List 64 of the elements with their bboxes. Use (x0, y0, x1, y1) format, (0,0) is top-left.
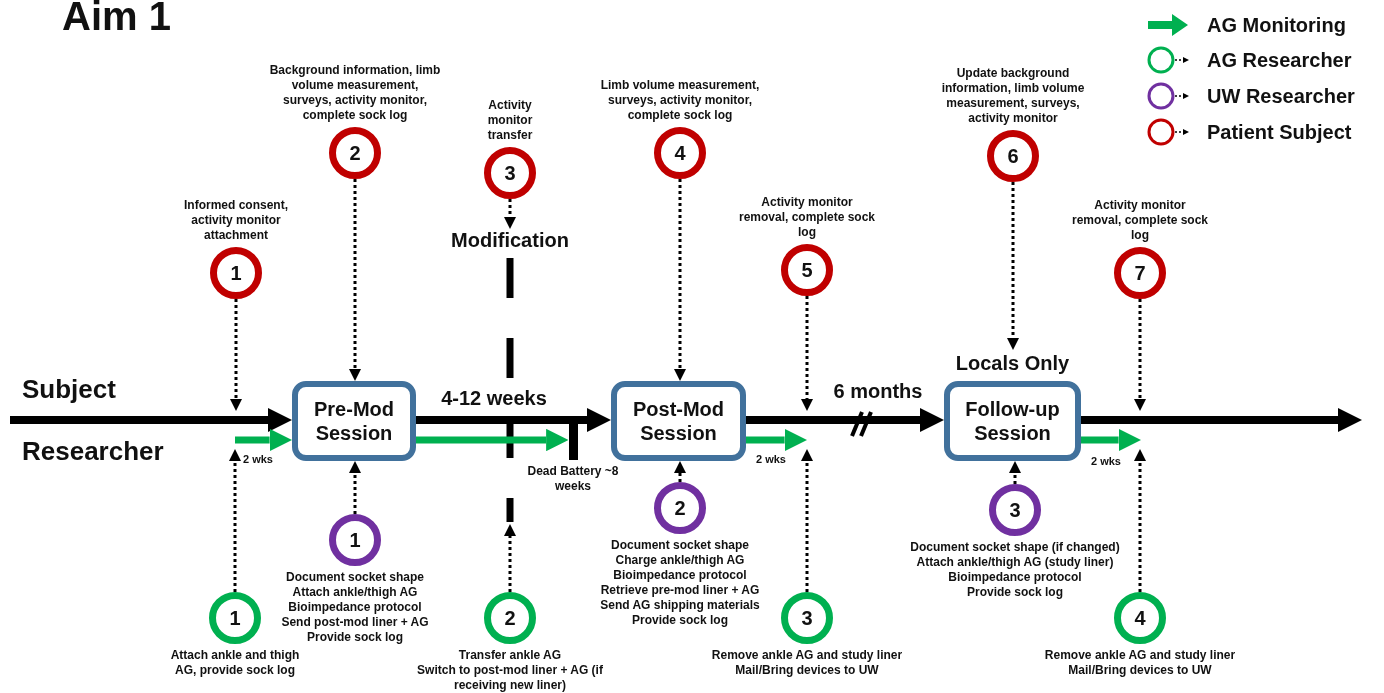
step-description: Activity monitor transfer (486, 98, 534, 143)
dotted-arrow (504, 524, 516, 592)
dotted-arrow (229, 449, 241, 592)
timeline-arrow (746, 408, 944, 432)
session-box: Post-Mod Session (611, 381, 746, 461)
dotted-arrow (674, 461, 686, 482)
step-description: Document socket shape Attach ankle/thigh AG Bioimpedance protocol Send post-mod liner + AG Provide sock log (281, 570, 429, 645)
step-description: Activity monitor removal, complete sock log (737, 195, 877, 240)
legend-label: AG Monitoring (1207, 13, 1346, 37)
step-circle: 1 (210, 247, 262, 299)
edge-label: 6 months (832, 379, 924, 403)
step-description: Attach ankle and thigh AG, provide sock log (170, 648, 300, 678)
step-description: Remove ankle AG and study liner Mail/Bring devices to UW (1044, 648, 1236, 678)
step-circle: 6 (987, 130, 1039, 182)
step-description: Remove ankle AG and study liner Mail/Bring devices to UW (711, 648, 903, 678)
dotted-arrow (349, 461, 361, 514)
step-description: Limb volume measurement, surveys, activity monitor, complete sock log (599, 78, 761, 123)
dotted-arrow (801, 296, 813, 411)
dotted-arrow (230, 299, 242, 411)
legend-label: UW Researcher (1207, 84, 1355, 108)
step-circle: 2 (329, 127, 381, 179)
monitoring-arrow (746, 428, 807, 452)
timeline-arrow (416, 408, 611, 432)
timeline-arrow (1081, 408, 1362, 432)
step-circle: 3 (989, 484, 1041, 536)
step-circle: 2 (654, 482, 706, 534)
session-box: Follow-up Session (944, 381, 1081, 461)
session-box: Pre-Mod Session (292, 381, 416, 461)
step-circle: 4 (1114, 592, 1166, 644)
edge-label: 2 wks (1090, 455, 1122, 467)
note-text: Dead Battery ~8 weeks (526, 464, 620, 494)
step-circle: 1 (329, 514, 381, 566)
dotted-arrow (801, 449, 813, 592)
dotted-arrow (349, 179, 361, 381)
step-description: Update background information, limb volume measurement, surveys, activity monitor (940, 66, 1086, 126)
dotted-arrow (1009, 461, 1021, 484)
legend-label: Patient Subject (1207, 120, 1352, 144)
step-circle: 3 (781, 592, 833, 644)
dotted-arrow (1134, 449, 1146, 592)
step-description: Activity monitor removal, complete sock log (1070, 198, 1210, 243)
edge-label: 2 wks (242, 453, 274, 465)
step-circle: 7 (1114, 247, 1166, 299)
dotted-arrow (1007, 182, 1019, 350)
step-circle: 3 (484, 147, 536, 199)
dotted-arrow (1134, 299, 1146, 411)
session-heading: Locals Only (955, 351, 1070, 376)
step-description: Transfer ankle AG Switch to post-mod liner + AG (if receiving new liner) (416, 648, 604, 693)
legend-label: AG Researcher (1207, 48, 1352, 72)
dotted-arrow (504, 199, 516, 229)
title: Aim 1 (62, 0, 171, 36)
step-circle: 2 (484, 592, 536, 644)
step-circle: 4 (654, 127, 706, 179)
step-description: Document socket shape Charge ankle/thigh AG Bioimpedance protocol Retrieve pre-mod liner + AG Send AG shipping materials Provide sock log (600, 538, 760, 628)
monitoring-arrow (416, 428, 569, 452)
step-circle: 5 (781, 244, 833, 296)
lane-label: Researcher (22, 436, 164, 467)
step-description: Background information, limb volume measurement, surveys, activity monitor, complete sock log (268, 63, 442, 123)
edge-label: 4-12 weeks (440, 386, 548, 410)
monitoring-arrow (1081, 428, 1141, 452)
lane-label: Subject (22, 374, 116, 405)
step-circle: 1 (209, 592, 261, 644)
step-description: Informed consent, activity monitor attachment (183, 198, 289, 243)
dotted-arrow (674, 179, 686, 381)
edge-label: 2 wks (755, 453, 787, 465)
